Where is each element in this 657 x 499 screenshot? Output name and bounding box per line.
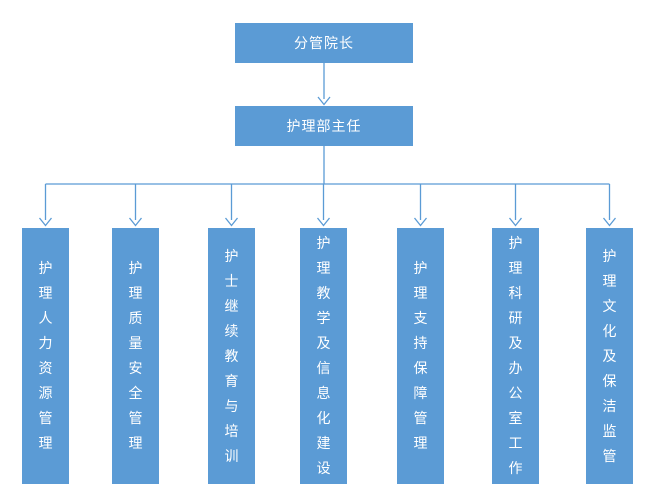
- arrowhead-drop-1: [38, 217, 53, 227]
- org-node-dept-quality-safety: 护理质量安全管理: [112, 228, 159, 484]
- org-node-manager-label: 护理部主任: [286, 118, 362, 134]
- org-node-dept-research-office: 护理科研及办公室工作: [492, 228, 539, 484]
- org-node-dept-culture-cleaning-label: 护理文化及保洁监管: [602, 247, 617, 464]
- org-node-dept-education-training-label: 护士继续教育与培训: [224, 247, 239, 464]
- arrowhead-drop-6: [508, 217, 523, 227]
- arrowhead-root-to-manager: [317, 96, 331, 106]
- arrowhead-drop-7: [602, 217, 617, 227]
- org-node-dept-teaching-informatization-label: 护理教学及信息化建设: [316, 235, 331, 476]
- org-node-dept-hr-label: 护理人力资源管理: [38, 260, 53, 451]
- org-node-dept-hr: 护理人力资源管理: [22, 228, 69, 484]
- arrowhead-drop-3: [224, 217, 239, 227]
- org-node-dept-research-office-label: 护理科研及办公室工作: [508, 235, 523, 476]
- org-node-dept-support-security-label: 护理支持保障管理: [413, 260, 428, 451]
- org-node-dept-teaching-informatization: 护理教学及信息化建设: [300, 228, 347, 484]
- arrowhead-drop-4: [316, 217, 331, 227]
- org-node-dept-support-security: 护理支持保障管理: [397, 228, 444, 484]
- org-node-root-label: 分管院长: [294, 35, 354, 51]
- org-node-dept-quality-safety-label: 护理质量安全管理: [128, 260, 143, 451]
- org-node-dept-culture-cleaning: 护理文化及保洁监管: [586, 228, 633, 484]
- arrowhead-drop-2: [128, 217, 143, 227]
- org-node-dept-education-training: 护士继续教育与培训: [208, 228, 255, 484]
- org-node-root: 分管院长: [235, 23, 413, 63]
- arrowhead-drop-5: [413, 217, 428, 227]
- org-node-manager: 护理部主任: [235, 106, 413, 146]
